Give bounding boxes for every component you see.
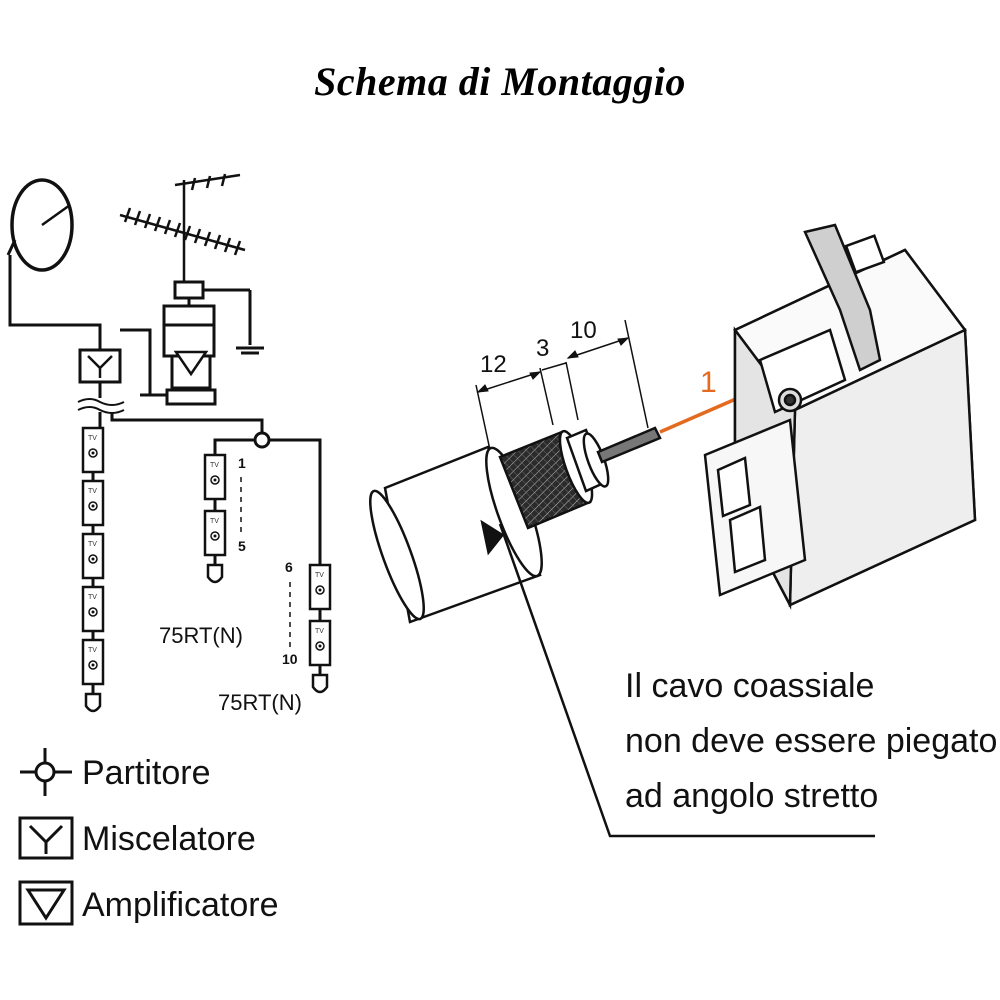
terrestrial-antenna-icon [119,173,246,285]
chain-b-end-number: 5 [238,538,246,554]
legend-label-splitter: Partitore [82,754,211,792]
tv-outlet-label: TV [88,647,97,654]
tv-outlet-label: TV [88,541,97,548]
terminator-icon [206,563,224,584]
note-line-3: ad angolo stretto [625,777,878,815]
outlet-chain-b: TV TV [203,453,227,584]
chain-b-terminator-label: 75RT(N) [159,623,243,648]
tv-outlet-label: TV [88,594,97,601]
coax-cable-illustration [369,319,875,838]
dimension-3: 3 [536,335,549,362]
tv-outlet: TV [81,638,105,686]
tv-outlet-label: TV [88,435,97,442]
tv-outlet-label: TV [210,518,219,525]
splitter-symbol-icon [20,748,72,796]
terminator-icon [311,673,329,694]
mixer-symbol-icon [18,816,74,860]
tv-outlet: TV [81,585,105,633]
outlet-chain-c: TV TV [308,563,332,694]
chain-c-end-number: 10 [282,651,298,667]
legend-label-amplifier: Amplificatore [82,886,279,924]
tv-outlet-label: TV [88,488,97,495]
satellite-dish-icon [6,178,74,272]
tv-outlet: TV [203,453,227,501]
amplifier-symbol-icon [18,880,74,926]
step-1-label: 1 [700,366,717,399]
tv-outlet: TV [308,619,332,667]
legend-label-mixer: Miscelatore [82,820,256,858]
tv-outlet: TV [308,563,332,611]
chain-b-start-number: 1 [238,455,246,471]
tv-outlet: TV [81,426,105,474]
dimension-12: 12 [480,351,507,378]
dimension-10: 10 [570,317,597,344]
terminator-icon [84,692,102,713]
ground-icon [236,346,264,355]
amplifier-icon [173,350,209,377]
splitter-icon [253,431,271,449]
wall-outlet-module [703,223,977,610]
legend: Partitore Miscelatore Amplificatore [18,748,279,926]
page-title: Schema di Montaggio [314,59,686,104]
tv-outlet-label: TV [210,462,219,469]
tv-outlet: TV [81,532,105,580]
tv-outlet: TV [203,509,227,557]
tv-outlet-label: TV [315,628,324,635]
outlet-chain-a: TV TV TV TV TV [81,426,105,713]
installation-schematic [6,173,322,565]
tv-outlet-label: TV [315,572,324,579]
note-line-2: non deve essere piegato [625,722,997,760]
chain-c-terminator-label: 75RT(N) [218,690,302,715]
note-line-1: Il cavo coassiale [625,667,874,705]
insertion-path [659,393,746,434]
tv-outlet: TV [81,479,105,527]
chain-c-start-number: 6 [285,559,293,575]
